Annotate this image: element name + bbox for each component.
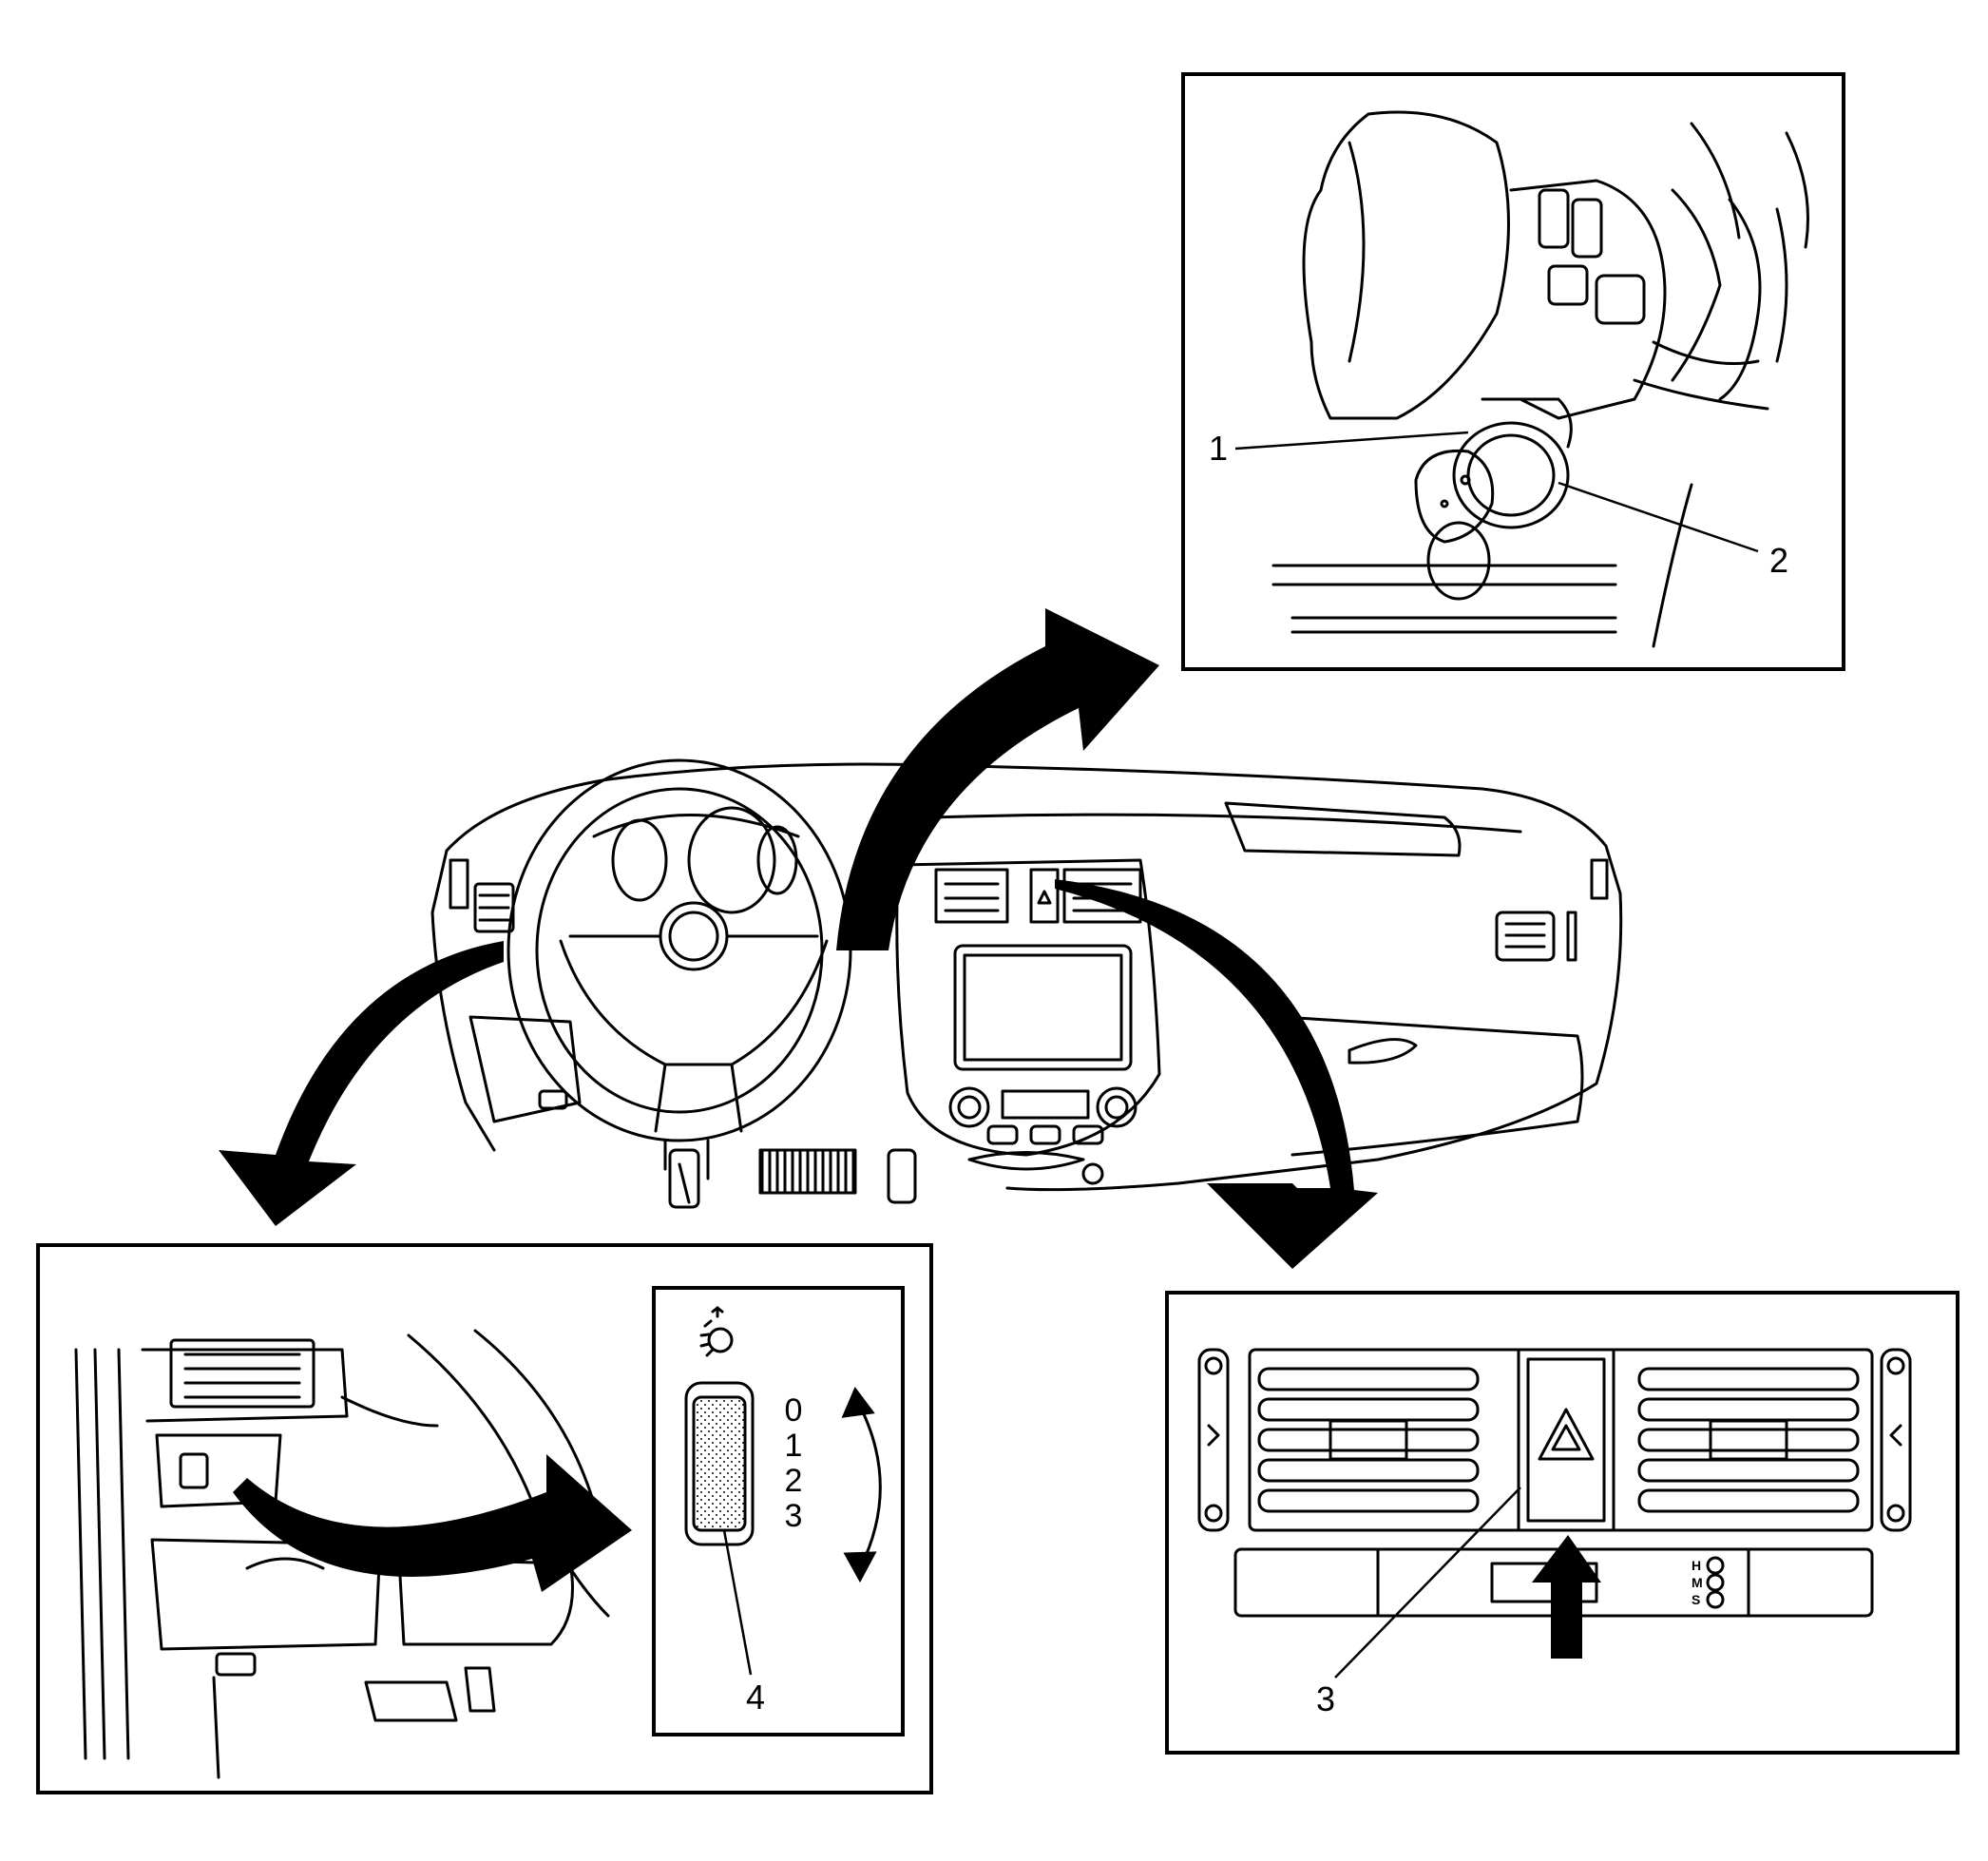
hazard-detail-panel: H M S 3 xyxy=(1165,1291,1959,1755)
callout-2: 2 xyxy=(1769,541,1788,580)
dimmer-scale-1: 1 xyxy=(785,1428,803,1464)
fan-speed-s: S xyxy=(1692,1592,1700,1607)
arrow-to-hazard-panel xyxy=(1055,879,1378,1269)
left-vent-louvers xyxy=(1257,1367,1480,1513)
arrow-to-ignition-panel xyxy=(836,608,1159,950)
fan-high-icon xyxy=(1706,1556,1725,1575)
push-arrow-icon xyxy=(1532,1535,1601,1659)
ignition-detail-panel: 1 2 xyxy=(1181,72,1845,671)
dimmer-zoom-inset xyxy=(652,1286,905,1736)
fan-slow-icon xyxy=(1706,1590,1725,1609)
callout-1: 1 xyxy=(1209,429,1228,468)
fan-medium-icon xyxy=(1706,1573,1725,1592)
arrow-to-dimmer-zoom xyxy=(233,1454,632,1592)
hazard-triangle-icon xyxy=(1538,1408,1595,1461)
fan-speed-h: H xyxy=(1692,1558,1701,1573)
hazard-switch-button[interactable] xyxy=(1517,1348,1615,1532)
dashboard-overview xyxy=(430,758,1623,1209)
arrow-to-dimmer-panel xyxy=(219,941,504,1226)
arrows xyxy=(219,608,1378,1269)
dimmer-scale-2: 2 xyxy=(785,1463,803,1499)
dimmer-detail-panel: 0 1 2 3 4 xyxy=(36,1243,933,1794)
dimmer-scale-3: 3 xyxy=(785,1498,803,1534)
fan-speed-m: M xyxy=(1692,1575,1703,1590)
dimmer-scale-0: 0 xyxy=(785,1392,803,1429)
callout-3: 3 xyxy=(1316,1679,1335,1718)
callout-4: 4 xyxy=(746,1678,765,1717)
right-vent-louvers xyxy=(1637,1367,1860,1513)
headlamp-leveling-icon xyxy=(699,1306,734,1357)
